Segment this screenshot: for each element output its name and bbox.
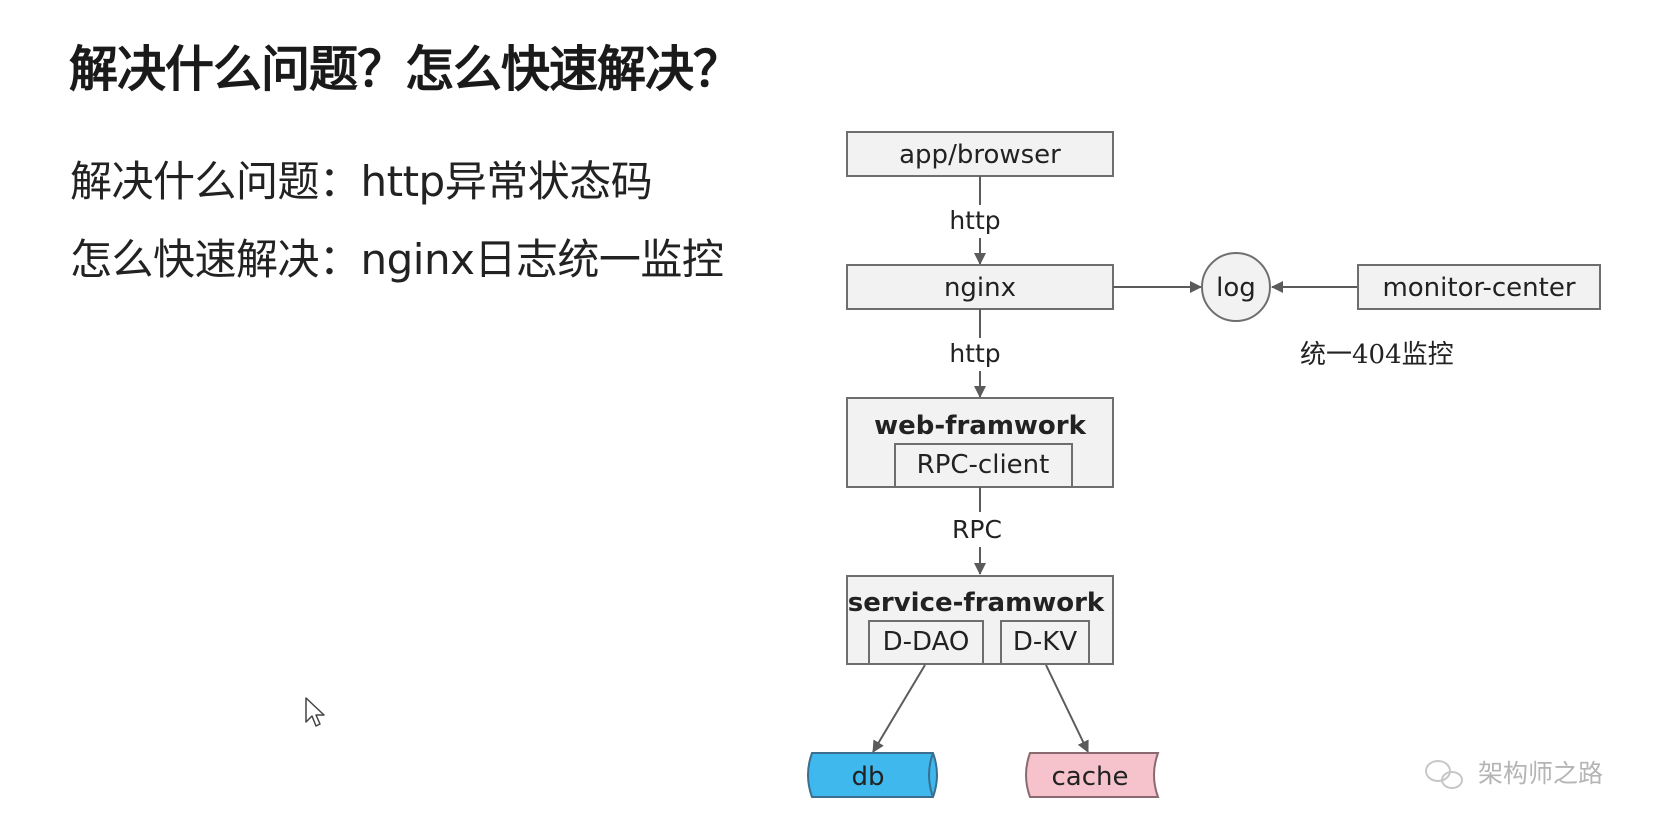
watermark: 架构师之路 bbox=[1425, 759, 1603, 789]
node-db-label: db bbox=[851, 762, 884, 792]
node-db: db bbox=[807, 752, 938, 798]
bullet-problem: 解决什么问题：http异常状态码 bbox=[70, 157, 653, 206]
node-log-label: log bbox=[1216, 273, 1256, 303]
node-app-browser-label: app/browser bbox=[899, 140, 1061, 170]
node-monitor-center-label: monitor-center bbox=[1382, 273, 1575, 303]
bullet-solution: 怎么快速解决：nginx日志统一监控 bbox=[70, 235, 724, 284]
node-cache-label: cache bbox=[1052, 762, 1129, 792]
slide-title: 解决什么问题？怎么快速解决？ bbox=[69, 41, 742, 98]
node-nginx-label: nginx bbox=[944, 273, 1016, 303]
watermark-text: 架构师之路 bbox=[1478, 759, 1603, 788]
edge-http-2: http bbox=[949, 309, 1001, 398]
node-d-dao-label: D-DAO bbox=[883, 627, 970, 657]
edge-rpc: RPC bbox=[952, 487, 1002, 575]
node-web-framework-label: web-framwork bbox=[874, 411, 1087, 441]
note-404-monitor: 统一404监控 bbox=[1300, 340, 1454, 370]
node-service-framework-label: service-framwork bbox=[848, 588, 1105, 618]
node-cache: cache bbox=[1025, 752, 1160, 798]
mouse-cursor-icon bbox=[305, 697, 325, 727]
node-d-kv-label: D-KV bbox=[1013, 627, 1077, 657]
wechat-icon bbox=[1425, 760, 1463, 789]
edge-http-1-label: http bbox=[949, 206, 1000, 235]
edge-rpc-label: RPC bbox=[952, 515, 1002, 544]
node-service-framework: service-framwork D-DAO D-KV bbox=[846, 575, 1114, 665]
edge-dao-db bbox=[872, 664, 926, 753]
node-monitor-center: monitor-center bbox=[1357, 264, 1601, 310]
node-web-framework: web-framwork RPC-client bbox=[846, 397, 1114, 488]
node-nginx: nginx bbox=[846, 264, 1114, 310]
edge-http-1: http bbox=[949, 176, 1001, 265]
node-rpc-client-label: RPC-client bbox=[917, 450, 1050, 480]
node-app-browser: app/browser bbox=[846, 131, 1114, 177]
edge-kv-cache bbox=[1045, 664, 1089, 753]
node-log: log bbox=[1201, 252, 1271, 322]
edge-http-2-label: http bbox=[949, 339, 1000, 368]
